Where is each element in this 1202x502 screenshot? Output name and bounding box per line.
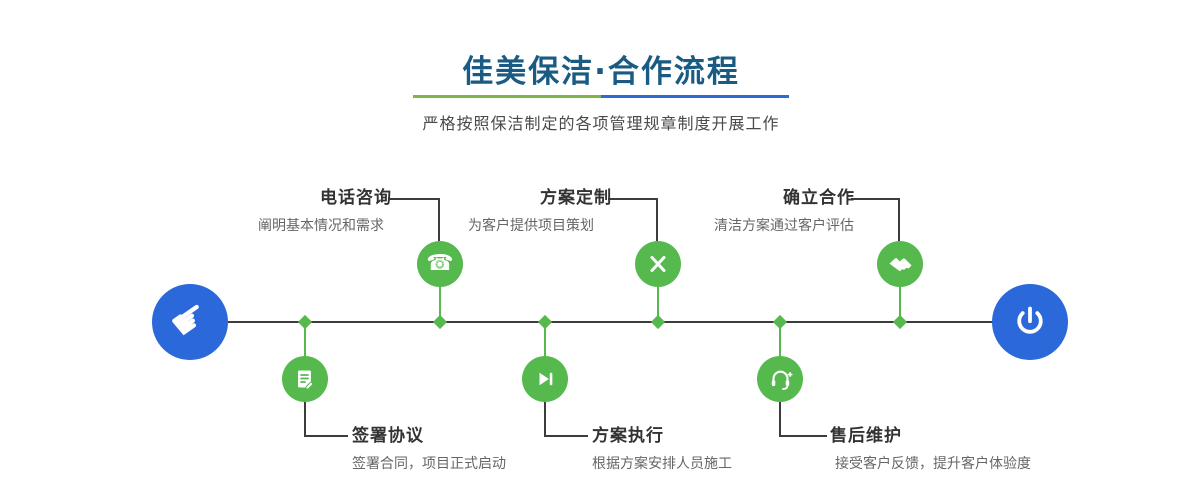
timeline-line [228,321,1008,323]
connector-line [304,327,306,356]
phone-step-node: ☎ [417,241,463,287]
connector-line [304,435,348,437]
step-title-phone: 电话咨询 [320,188,392,208]
connector-line [544,327,546,356]
handshake-icon [887,251,914,278]
start-node: ☛ [152,284,228,360]
connector-line [898,198,900,241]
hand-pointer-icon: ☛ [159,288,219,351]
timeline-node-marker [432,314,448,330]
connector-line [439,287,441,317]
end-node [992,284,1068,360]
step-desc-cooperation: 清洁方案通过客户评估 [714,218,854,234]
connector-line [544,435,588,437]
connector-line [779,327,781,356]
connector-line [438,198,440,241]
connector-line [544,402,546,437]
step-title-aftersales: 售后维护 [830,426,902,446]
connector-line [657,287,659,317]
step-title-execution: 方案执行 [592,426,664,446]
step-desc-phone: 阐明基本情况和需求 [258,218,384,234]
timeline-node-marker [650,314,666,330]
headset-icon [768,367,793,392]
divider-blue-segment [601,95,789,98]
connector-line [779,402,781,437]
timeline-node-marker [892,314,908,330]
divider-green-segment [413,95,601,98]
connector-line [656,198,658,241]
connector-line [388,198,440,200]
play-next-icon [534,368,556,390]
agreement-step-node [282,356,328,402]
document-sign-icon [293,367,317,391]
step-desc-plan: 为客户提供项目策划 [468,218,594,234]
pen-tools-icon [646,252,670,276]
step-title-cooperation: 确立合作 [783,188,855,208]
step-title-agreement: 签署协议 [352,426,424,446]
cooperation-step-node [877,241,923,287]
step-desc-execution: 根据方案安排人员施工 [592,456,732,472]
plan-step-node [635,241,681,287]
step-title-plan: 方案定制 [540,188,612,208]
execution-step-node [522,356,568,402]
title-divider [413,95,789,98]
connector-line [779,435,827,437]
phone-icon: ☎ [426,251,454,276]
step-desc-aftersales: 接受客户反馈，提升客户体验度 [835,456,1031,472]
connector-line [851,198,900,200]
aftersales-step-node [757,356,803,402]
power-icon [1011,303,1049,341]
connector-line [899,287,901,317]
connector-line [608,198,658,200]
connector-line [304,402,306,437]
page-subtitle: 严格按照保洁制定的各项管理规章制度开展工作 [422,114,780,133]
page-title: 佳美保洁·合作流程 [462,54,740,90]
step-desc-agreement: 签署合同，项目正式启动 [352,456,506,472]
